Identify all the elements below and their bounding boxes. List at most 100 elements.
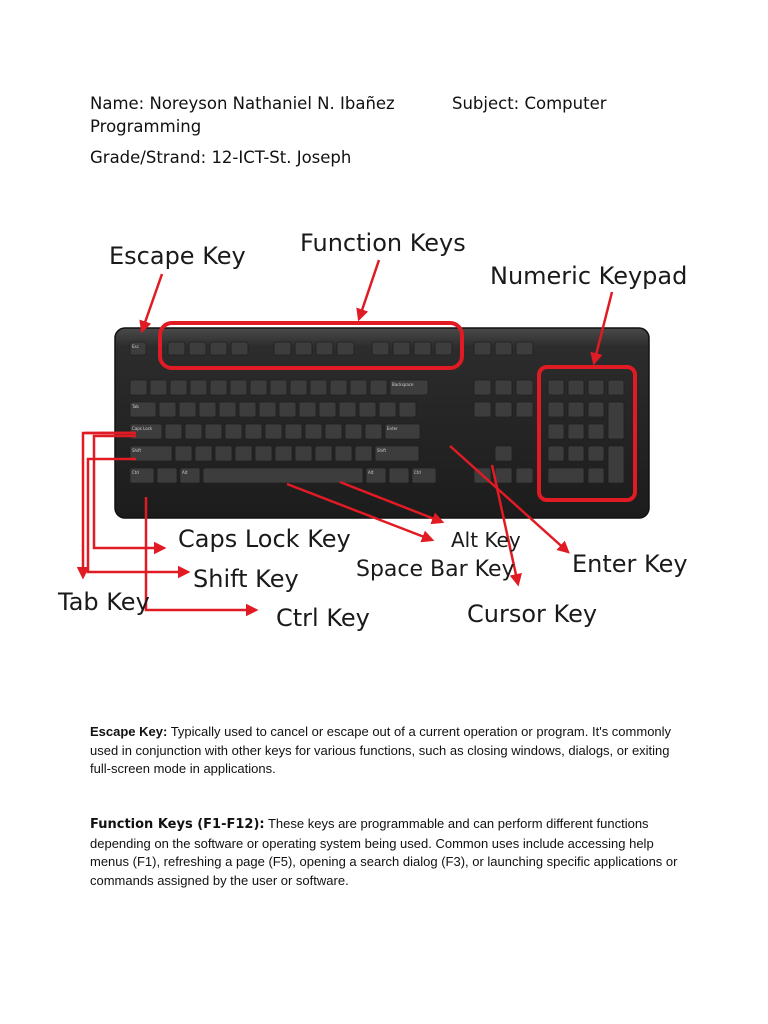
function-key bbox=[231, 342, 248, 355]
definition-term: Escape Key: bbox=[90, 724, 167, 739]
keycap bbox=[250, 380, 267, 395]
numpad-key bbox=[568, 424, 584, 439]
definition-function-keys: Function Keys (F1-F12): These keys are p… bbox=[90, 815, 685, 890]
keycap bbox=[230, 380, 247, 395]
keycap bbox=[265, 424, 282, 439]
numpad-key bbox=[588, 446, 604, 461]
name-subject-row: Name: Noreyson Nathaniel N. Ibañez Subje… bbox=[90, 92, 690, 115]
grade-strand: Grade/Strand: 12-ICT-St. Joseph bbox=[90, 146, 690, 169]
numpad-plus bbox=[608, 402, 624, 439]
keycap bbox=[190, 380, 207, 395]
keycap bbox=[259, 402, 276, 417]
callout-ctrl: Ctrl Key bbox=[276, 604, 370, 632]
definition-term: Function Keys (F1-F12): bbox=[90, 817, 265, 832]
numpad-key bbox=[568, 446, 584, 461]
nav-key bbox=[474, 402, 491, 417]
keycap bbox=[179, 402, 196, 417]
numpad-enter bbox=[608, 446, 624, 483]
function-key bbox=[274, 342, 291, 355]
keycap bbox=[299, 402, 316, 417]
callout-escape: Escape Key bbox=[109, 242, 246, 270]
numpad-zero bbox=[548, 468, 584, 483]
cursor-key bbox=[495, 468, 512, 483]
function-key bbox=[393, 342, 410, 355]
keycap-label: Caps Lock bbox=[132, 426, 153, 431]
keycap bbox=[279, 402, 296, 417]
cursor-key-up bbox=[495, 446, 512, 461]
callout-caps: Caps Lock Key bbox=[178, 525, 351, 553]
numpad-key bbox=[548, 446, 564, 461]
function-key bbox=[372, 342, 389, 355]
callout-numeric: Numeric Keypad bbox=[490, 262, 687, 290]
cursor-key bbox=[516, 468, 533, 483]
keycap-label: Enter bbox=[387, 426, 398, 431]
nav-key bbox=[474, 380, 491, 395]
numpad-key bbox=[588, 402, 604, 417]
function-key bbox=[210, 342, 227, 355]
numpad-key bbox=[568, 402, 584, 417]
callout-space: Space Bar Key bbox=[356, 557, 515, 582]
nav-key bbox=[495, 380, 512, 395]
system-key bbox=[516, 342, 533, 355]
function-key bbox=[337, 342, 354, 355]
keycap bbox=[199, 402, 216, 417]
function-key bbox=[435, 342, 452, 355]
function-key bbox=[414, 342, 431, 355]
keycap bbox=[350, 380, 367, 395]
keycap bbox=[159, 402, 176, 417]
keycap bbox=[270, 380, 287, 395]
space-bar bbox=[203, 468, 363, 483]
keycap bbox=[315, 446, 332, 461]
keycap-label: Alt bbox=[368, 470, 374, 475]
function-key bbox=[295, 342, 312, 355]
document-header: Name: Noreyson Nathaniel N. Ibañez Subje… bbox=[90, 92, 690, 169]
keycap bbox=[330, 380, 347, 395]
numpad-key bbox=[588, 424, 604, 439]
keycap-label: Esc bbox=[132, 344, 139, 349]
numpad-key bbox=[588, 380, 604, 395]
nav-key bbox=[516, 380, 533, 395]
keycap bbox=[255, 446, 272, 461]
callout-tab: Tab Key bbox=[57, 588, 150, 616]
keycap-label: Shift bbox=[377, 448, 387, 453]
callout-enter: Enter Key bbox=[572, 550, 688, 578]
function-key bbox=[168, 342, 185, 355]
numpad-dot bbox=[588, 468, 604, 483]
keycap bbox=[185, 424, 202, 439]
keycap-label: Tab bbox=[131, 404, 139, 409]
numpad-key bbox=[548, 424, 564, 439]
keycap bbox=[295, 446, 312, 461]
callout-function: Function Keys bbox=[300, 229, 466, 257]
keycap bbox=[219, 402, 236, 417]
function-arrow bbox=[359, 260, 379, 319]
callout-shift: Shift Key bbox=[193, 565, 299, 593]
student-name: Name: Noreyson Nathaniel N. Ibañez bbox=[90, 94, 395, 113]
keycap bbox=[359, 402, 376, 417]
keycap bbox=[215, 446, 232, 461]
keycap-label: Ctrl bbox=[132, 470, 139, 475]
keycap bbox=[310, 380, 327, 395]
menu-key bbox=[389, 468, 409, 483]
keycap bbox=[130, 380, 147, 395]
callout-cursor: Cursor Key bbox=[467, 600, 597, 628]
keycap bbox=[195, 446, 212, 461]
keycap bbox=[170, 380, 187, 395]
keycap bbox=[205, 424, 222, 439]
nav-key bbox=[495, 402, 512, 417]
keyboard-diagram: EscBackspaceTabCaps LockEnterShiftShiftC… bbox=[52, 222, 702, 642]
keycap bbox=[290, 380, 307, 395]
keycap bbox=[275, 446, 292, 461]
keycap bbox=[305, 424, 322, 439]
keycap bbox=[150, 380, 167, 395]
keycap bbox=[339, 402, 356, 417]
function-key bbox=[189, 342, 206, 355]
keycap bbox=[399, 402, 416, 417]
keycap bbox=[355, 446, 372, 461]
numpad-key bbox=[548, 380, 564, 395]
keycap-label: Ctrl bbox=[414, 470, 421, 475]
system-key bbox=[474, 342, 491, 355]
numpad-key bbox=[608, 380, 624, 395]
keycap bbox=[379, 402, 396, 417]
keycap bbox=[235, 446, 252, 461]
callout-alt: Alt Key bbox=[451, 528, 521, 552]
